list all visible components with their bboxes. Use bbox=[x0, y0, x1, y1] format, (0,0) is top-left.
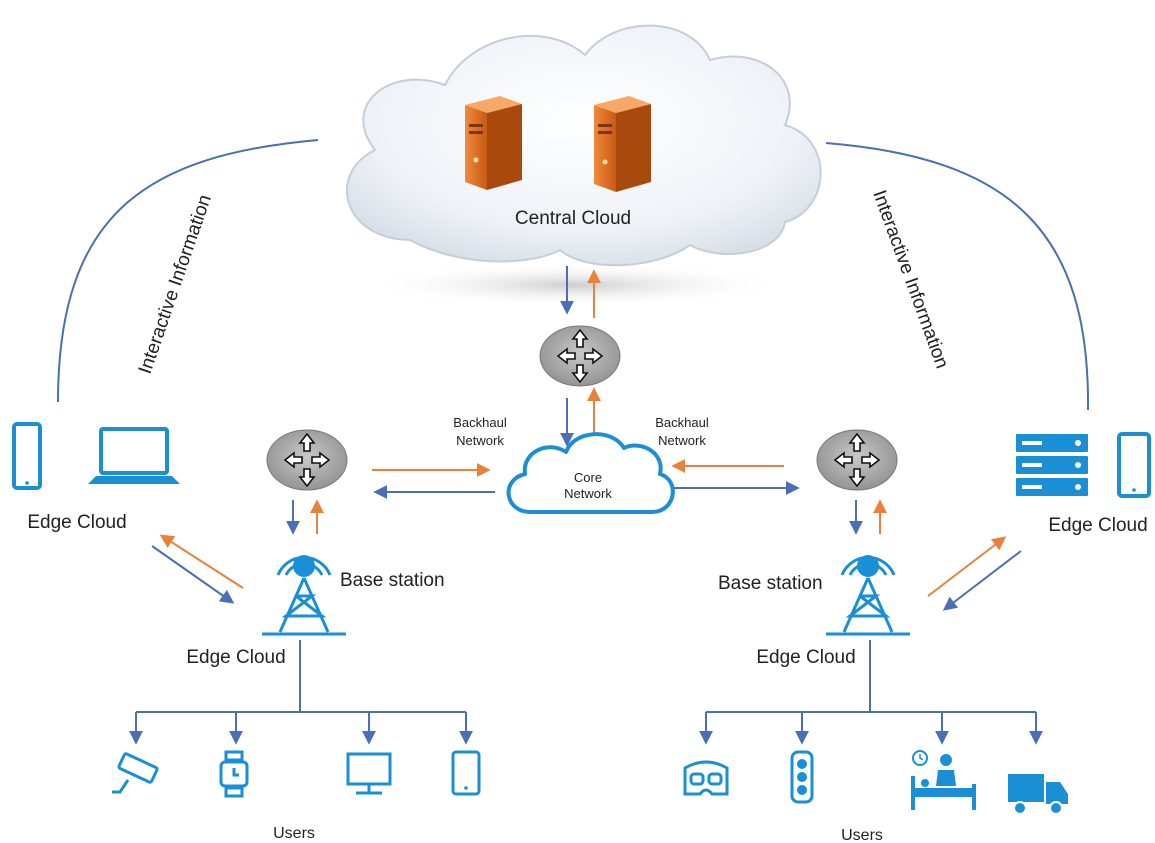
server-icon bbox=[465, 96, 522, 190]
users-right-label: Users bbox=[841, 827, 883, 843]
backhaul-right-label-line2: Network bbox=[658, 433, 706, 448]
arrow-down-right bbox=[151, 545, 235, 604]
backhaul-right-label-line1: Backhaul bbox=[655, 415, 709, 430]
interactive-link-left bbox=[57, 139, 319, 403]
hospital-bed-icon bbox=[911, 750, 976, 810]
edge-cloud-right-devices-label: Edge Cloud bbox=[1048, 515, 1147, 536]
interactive-info-left-label: Interactive Information bbox=[135, 192, 216, 377]
backhaul-left-label-line1: Backhaul bbox=[453, 415, 507, 430]
laptop-icon bbox=[88, 427, 180, 484]
core-network-cloud: Core Network bbox=[506, 432, 675, 514]
server-rack-icon bbox=[1016, 434, 1088, 496]
tablet-icon bbox=[12, 422, 42, 490]
interactive-info-right-label: Interactive Information bbox=[868, 188, 952, 372]
arrow-down-left bbox=[942, 550, 1022, 611]
backhaul-left-label-line2: Network bbox=[456, 433, 504, 448]
security-camera-icon bbox=[112, 752, 159, 794]
edge-cloud-left-tower-label: Edge Cloud bbox=[186, 647, 285, 668]
tablet-icon bbox=[451, 750, 481, 796]
base-station-right-label: Base station bbox=[718, 573, 823, 594]
base-station-left-label: Base station bbox=[340, 570, 445, 591]
server-icon bbox=[594, 96, 651, 192]
arrow-up-right bbox=[927, 536, 1007, 597]
arrow-up-left bbox=[159, 534, 244, 589]
users-tree-right bbox=[699, 640, 1043, 745]
users-left-label: Users bbox=[273, 825, 315, 842]
base-station-tower-icon-right bbox=[826, 555, 910, 636]
traffic-light-icon bbox=[790, 750, 814, 804]
router-icon-top bbox=[539, 325, 621, 387]
interactive-link-right bbox=[825, 142, 1090, 411]
base-station-tower-icon-left bbox=[262, 555, 346, 636]
monitor-icon bbox=[346, 752, 392, 795]
router-icon-left bbox=[266, 429, 348, 491]
core-network-label-line1: Core bbox=[574, 470, 602, 485]
central-cloud: Central Cloud bbox=[346, 24, 822, 307]
router-icon-right bbox=[816, 429, 898, 491]
tablet-icon bbox=[1117, 432, 1151, 498]
core-network-label-line2: Network bbox=[564, 486, 612, 501]
smartwatch-icon bbox=[219, 750, 249, 798]
edge-cloud-right-tower-label: Edge Cloud bbox=[756, 647, 855, 668]
users-tree-left bbox=[129, 640, 473, 745]
edge-cloud-left-devices-label: Edge Cloud bbox=[27, 512, 126, 533]
vr-headset-icon bbox=[683, 760, 729, 796]
central-cloud-label: Central Cloud bbox=[515, 208, 631, 229]
truck-icon bbox=[1008, 774, 1068, 815]
